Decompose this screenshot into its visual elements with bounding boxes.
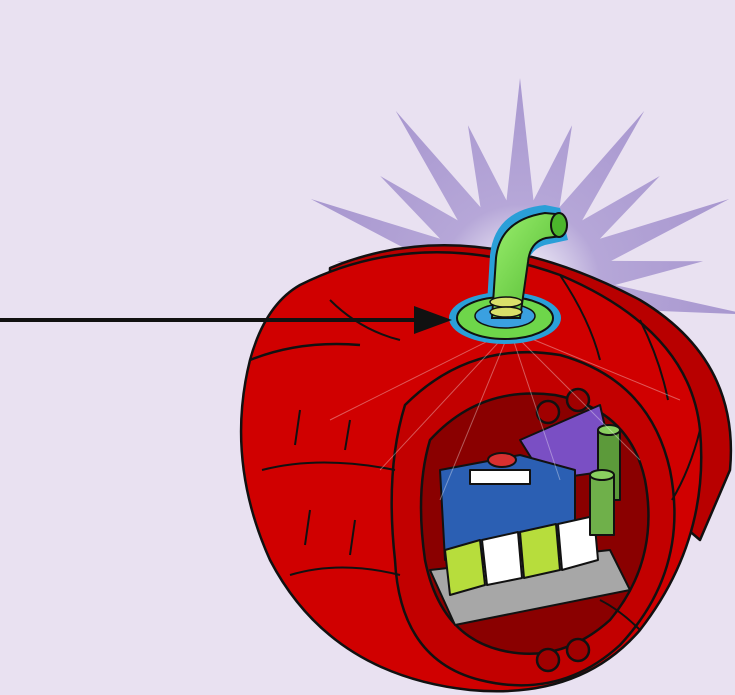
white-strip — [470, 470, 530, 484]
red-knob — [488, 453, 516, 467]
